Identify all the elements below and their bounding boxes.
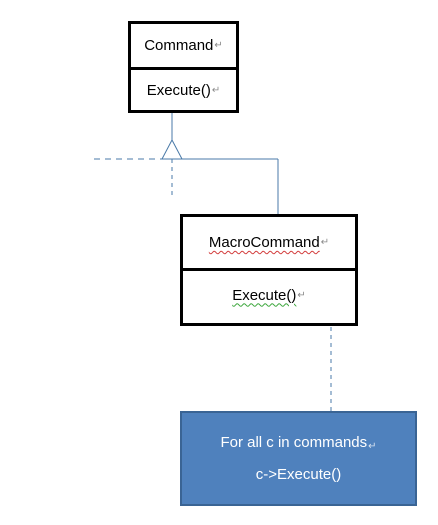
- return-mark-icon: ↵: [320, 237, 330, 248]
- inheritance-triangle-icon: [161, 138, 183, 160]
- command-class-name: Command↵: [131, 24, 236, 67]
- macro-command-class-name: MacroCommand↵: [183, 217, 355, 268]
- command-class: Command↵ Execute()↵: [128, 21, 239, 113]
- return-mark-icon: ↵: [297, 289, 306, 301]
- macro-command-class-operation: Execute()↵: [183, 268, 355, 319]
- note-line-1-text: For all c in commands: [220, 433, 368, 451]
- return-mark-icon: ↵: [214, 40, 223, 51]
- macro-command-name-text: MacroCommand: [208, 234, 320, 251]
- command-operation-text: Execute(): [146, 81, 211, 99]
- implementation-note: For all c in commands↵ c->Execute(): [180, 411, 417, 506]
- return-mark-icon: ↵: [368, 440, 377, 452]
- macro-command-class: MacroCommand↵ Execute()↵: [180, 214, 358, 326]
- note-line-1: For all c in commands↵: [220, 429, 376, 461]
- macro-command-operation-text: Execute(): [232, 286, 297, 304]
- command-name-text: Command: [144, 37, 214, 54]
- note-line-2: c->Execute(): [256, 461, 341, 489]
- command-class-operation: Execute()↵: [131, 67, 236, 110]
- note-line-2-text: c->Execute(): [255, 465, 342, 483]
- return-mark-icon: ↵: [211, 84, 221, 96]
